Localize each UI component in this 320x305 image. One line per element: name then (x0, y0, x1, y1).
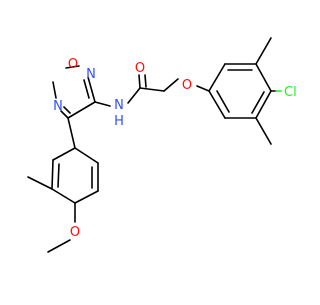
bond (216, 90, 230, 113)
bond (51, 159, 54, 190)
bond (74, 147, 99, 164)
bond (139, 87, 165, 92)
bond (144, 74, 147, 88)
ether-oxygen-label: O (182, 78, 192, 93)
amide-nitrogen-label: N (114, 98, 124, 113)
amide-hydrogen-label: H (114, 114, 124, 129)
ring-nitrogen-left-label: N (53, 99, 63, 114)
ring-nitrogen-top-label: N (86, 67, 96, 82)
chlorine-label: Cl (284, 85, 297, 100)
bond (255, 63, 272, 92)
bond (208, 63, 226, 92)
bond (65, 65, 80, 69)
bond (60, 110, 69, 119)
bond (83, 79, 90, 99)
bond (52, 147, 76, 161)
bond (87, 76, 96, 103)
bond (52, 81, 57, 99)
bond (163, 78, 179, 92)
bond (57, 163, 60, 188)
bond (67, 101, 96, 119)
bond (255, 90, 272, 119)
bond (196, 85, 210, 92)
bond (94, 101, 111, 107)
bond (255, 117, 272, 145)
bond (74, 190, 99, 204)
bond (127, 87, 141, 104)
carbonyl-oxygen-label: O (135, 61, 145, 76)
bond (138, 74, 141, 89)
bond (255, 37, 272, 65)
bond (63, 106, 71, 114)
structure-canvas: O N N N H O O Cl O (27, 37, 297, 253)
bond (251, 91, 265, 114)
methoxy-oxygen-label: O (70, 225, 80, 240)
bond (67, 117, 76, 149)
molecule-diagram: O N N N H O O Cl O (27, 37, 297, 253)
bond (27, 176, 53, 190)
bond (51, 188, 76, 204)
ring-oxygen-label: O (68, 57, 78, 72)
bond (47, 239, 71, 253)
bond (208, 90, 226, 119)
